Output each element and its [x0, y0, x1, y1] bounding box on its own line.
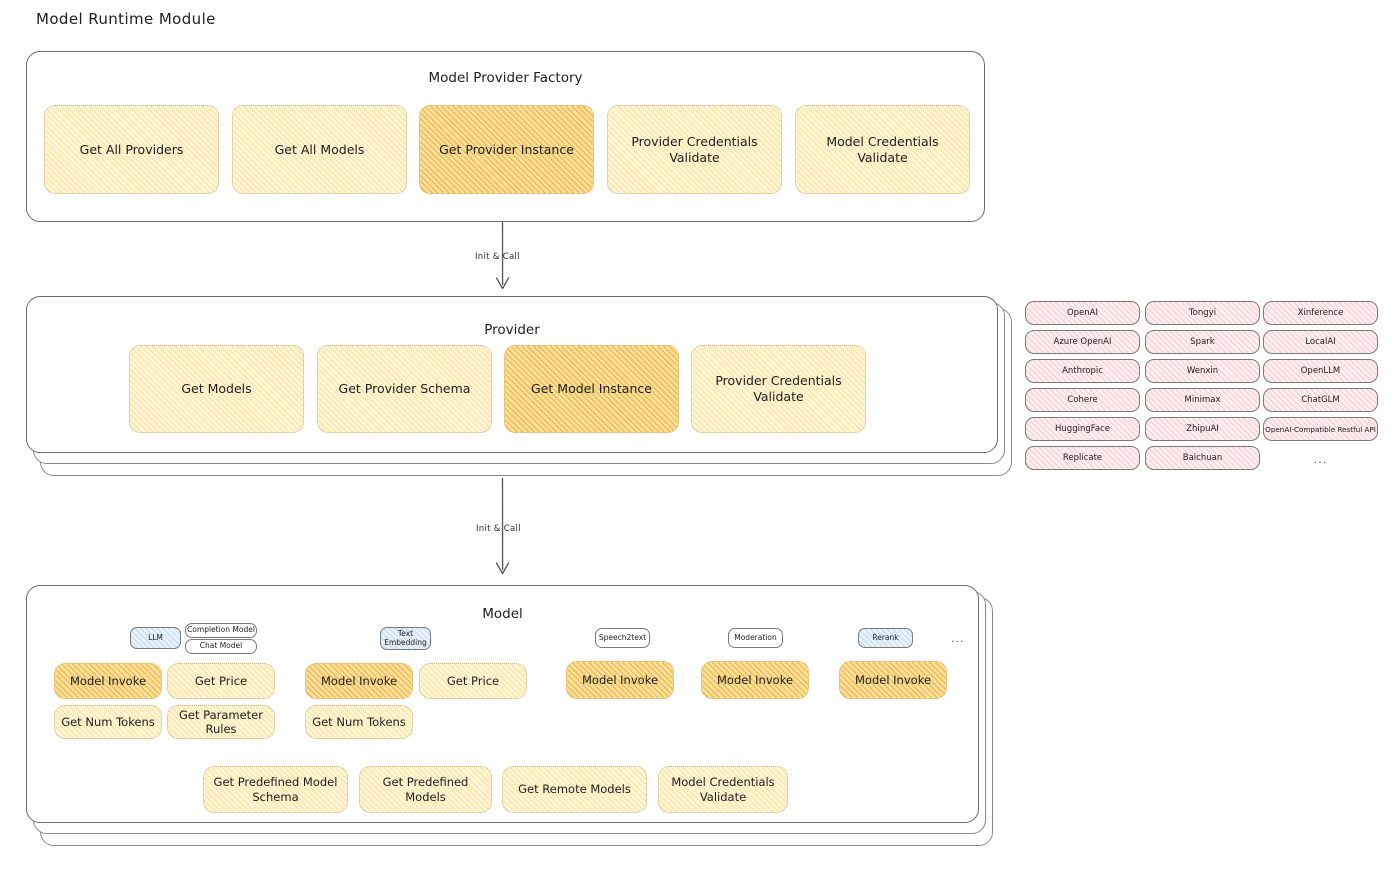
moderation-card-model-invoke[interactable]: Model Invoke	[701, 661, 809, 699]
provider-chip-openai[interactable]: OpenAI	[1025, 301, 1140, 325]
provider-card-get-model-instance[interactable]: Get Model Instance	[504, 345, 679, 433]
provider-card-get-provider-schema[interactable]: Get Provider Schema	[317, 345, 492, 433]
provider-chip-baichuan[interactable]: Baichuan	[1145, 446, 1260, 470]
model-subtag-completion-model[interactable]: Completion Model	[185, 623, 257, 638]
factory-card-model-credentials-validate[interactable]: Model Credentials Validate	[795, 105, 970, 194]
provider-chip-replicate[interactable]: Replicate	[1025, 446, 1140, 470]
llm-card-get-price[interactable]: Get Price	[167, 663, 275, 699]
provider-chip-chatglm[interactable]: ChatGLM	[1263, 388, 1378, 412]
provider-chip-openai-compatible-restful-api[interactable]: OpenAI-Compatible Restful API	[1263, 417, 1378, 441]
llm-card-get-parameter-rules[interactable]: Get Parameter Rules	[167, 705, 275, 739]
provider-chip-azure-openai[interactable]: Azure OpenAI	[1025, 330, 1140, 354]
rerank-card-model-invoke[interactable]: Model Invoke	[839, 661, 947, 699]
arrow-label-init-and-call-2: Init & Call	[476, 524, 521, 534]
provider-chip-minimax[interactable]: Minimax	[1145, 388, 1260, 412]
provider-chip-openllm[interactable]: OpenLLM	[1263, 359, 1378, 383]
arrow-provider-to-model	[495, 478, 510, 575]
page-title: Model Runtime Module	[36, 10, 216, 28]
provider-chip-anthropic[interactable]: Anthropic	[1025, 359, 1140, 383]
model-type-tag-llm[interactable]: LLM	[130, 627, 181, 649]
model-type-tag-speech2text[interactable]: Speech2text	[595, 628, 650, 648]
model-card-get-predefined-model-schema[interactable]: Get Predefined Model Schema	[203, 766, 348, 813]
provider-chip-localai[interactable]: LocalAI	[1263, 330, 1378, 354]
model-provider-factory-title: Model Provider Factory	[428, 70, 583, 86]
provider-chip-wenxin[interactable]: Wenxin	[1145, 359, 1260, 383]
factory-card-get-all-models[interactable]: Get All Models	[232, 105, 407, 194]
model-type-tag-text-embedding[interactable]: Text Embedding	[380, 627, 431, 650]
model-subtag-chat-model[interactable]: Chat Model	[185, 639, 257, 654]
model-card-get-predefined-models[interactable]: Get Predefined Models	[359, 766, 492, 813]
provider-card-provider-credentials-validate[interactable]: Provider Credentials Validate	[691, 345, 866, 433]
arrow-factory-to-provider	[495, 222, 510, 290]
text-embedding-card-get-num-tokens[interactable]: Get Num Tokens	[305, 705, 413, 739]
provider-chip-huggingface[interactable]: HuggingFace	[1025, 417, 1140, 441]
provider-card-get-models[interactable]: Get Models	[129, 345, 304, 433]
factory-card-provider-credentials-validate[interactable]: Provider Credentials Validate	[607, 105, 782, 194]
model-title: Model	[482, 606, 523, 622]
text-embedding-card-get-price[interactable]: Get Price	[419, 663, 527, 699]
model-types-more: ...	[951, 632, 965, 645]
provider-list-more: ...	[1313, 453, 1328, 466]
provider-chip-cohere[interactable]: Cohere	[1025, 388, 1140, 412]
model-card-get-remote-models[interactable]: Get Remote Models	[502, 766, 647, 813]
model-type-tag-rerank[interactable]: Rerank	[858, 628, 913, 648]
factory-card-get-provider-instance[interactable]: Get Provider Instance	[419, 105, 594, 194]
provider-chip-zhipuai[interactable]: ZhipuAI	[1145, 417, 1260, 441]
provider-chip-spark[interactable]: Spark	[1145, 330, 1260, 354]
provider-chip-xinference[interactable]: Xinference	[1263, 301, 1378, 325]
arrow-label-init-and-call-1: Init & Call	[475, 252, 520, 262]
provider-title: Provider	[484, 322, 540, 338]
llm-card-get-num-tokens[interactable]: Get Num Tokens	[54, 705, 162, 739]
model-type-tag-moderation[interactable]: Moderation	[728, 628, 783, 648]
speech2text-card-model-invoke[interactable]: Model Invoke	[566, 661, 674, 699]
model-card-model-credentials-validate[interactable]: Model Credentials Validate	[658, 766, 788, 813]
provider-chip-tongyi[interactable]: Tongyi	[1145, 301, 1260, 325]
factory-card-get-all-providers[interactable]: Get All Providers	[44, 105, 219, 194]
llm-card-model-invoke[interactable]: Model Invoke	[54, 663, 162, 699]
text-embedding-card-model-invoke[interactable]: Model Invoke	[305, 663, 413, 699]
